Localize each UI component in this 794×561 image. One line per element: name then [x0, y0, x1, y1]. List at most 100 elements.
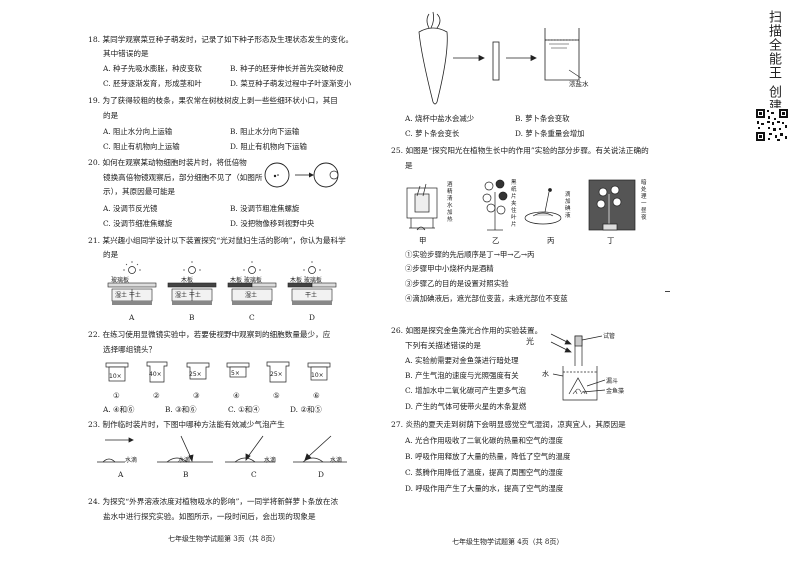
q26-apparatus-figure — [550, 333, 606, 401]
q19-stem: 19. 为了获得较粗的枝条，果农常在树枝树皮上剥一些些细环状小口，其目 — [88, 96, 338, 105]
q22-sub: 选择哪组镜头？ — [103, 345, 157, 354]
q21-letter-d: D — [309, 313, 315, 322]
q25-statement-4: ④滴加碘液后，遮光部位变蓝，未遮光部位不变蓝 — [405, 294, 568, 303]
qr-code-icon — [755, 108, 789, 142]
q21-setup-b — [167, 261, 217, 305]
q21-c-cover: 木板 玻璃板 — [230, 277, 262, 284]
q20-option-d: D. 没把物像移到视野中央 — [230, 219, 315, 228]
q20-stem: 20. 如何在观察某动物细胞时装片时，将低倍物 — [88, 158, 247, 167]
q18-option-a: A. 种子先吸水膨胀，种皮变软 — [103, 64, 202, 73]
q21-letter-b: B — [189, 313, 195, 322]
q26-option-b: B. 产生气泡的速度与光照强度有关 — [405, 371, 519, 380]
q26-stem: 26. 如图是探究金鱼藻光合作用的实验装置。 — [391, 326, 543, 335]
q18-stem: 18. 某同学观察菜豆种子萌发时，记录了如下种子形态及生理状态发生的变化。 — [88, 35, 354, 44]
q27-option-b: B. 呼吸作用释放了大量的热量，降低了空气的温度 — [405, 452, 571, 461]
q18-sub: 其中错误的是 — [103, 49, 149, 58]
q25-step-ding — [588, 179, 636, 231]
q25-stem: 25. 如图是“探究阳光在植物生长中的作用”实验的部分步骤。有关说法正确的 — [391, 146, 649, 155]
q25-sub: 是 — [405, 161, 413, 170]
q22-option-b: B. ③和⑥ — [165, 405, 197, 414]
q20-line2: 镜换高倍物镜观察后，部分细胞不见了（如图所 — [103, 173, 263, 182]
q20-line3: 示），其原因最可能是 — [103, 187, 176, 196]
q23-letter-b: B — [183, 470, 189, 479]
q25-iodine-label: 滴加 碘液 — [565, 192, 571, 219]
q21-stem: 21. 某兴趣小组同学设计以下装置探究“光对鼠妇生活的影响”，你认为最科学 — [88, 236, 346, 245]
q25-step-bing — [524, 188, 562, 225]
q19-option-c: C. 阻止有机物向上运输 — [103, 142, 180, 151]
q26-option-a: A. 实验前需要对金鱼藻进行暗处理 — [405, 356, 519, 365]
q22-lens-3-mag: 25× — [189, 371, 202, 378]
q26-tube-label: 试管 — [603, 333, 616, 340]
q23-water-a: 水滴 — [125, 457, 138, 464]
q25-paper-label: 黑纸片 夹住 叶片 — [511, 180, 517, 228]
q21-d-soil: 干土 — [305, 292, 318, 299]
q25-step-label-bing: 丙 — [547, 236, 555, 245]
q23-letter-a: A — [118, 470, 124, 479]
q21-b-cover: 木板 — [181, 277, 194, 284]
q26-light-label: 光 — [526, 337, 534, 346]
q25-statement-1: ①实验步骤的先后顺序是丁→甲→乙→丙 — [405, 250, 535, 259]
q25-boil-label: 酒精 清水 加热 — [447, 182, 453, 223]
q18-option-c: C. 胚芽逐渐发育，形成茎和叶 — [103, 79, 202, 88]
q21-letter-a: A — [129, 313, 135, 322]
q26-plant-label: 金鱼藻 — [606, 388, 625, 395]
q23-water-d: 水滴 — [330, 457, 343, 464]
q24-option-c: C. 萝卜条会变长 — [405, 129, 460, 138]
q22-lens-6-num: ⑥ — [313, 391, 320, 400]
q25-dark-label: 暗处理一 昼夜 — [641, 180, 647, 221]
left-footer: 七年级生物学试题第 3页（共 8页） — [168, 535, 280, 543]
q25-statement-2: ②步骤甲中小烧杯内是酒精 — [405, 264, 494, 273]
q20-option-a: A. 没调节反光镜 — [103, 204, 158, 213]
q27-stem: 27. 炎热的夏天走到树荫下会明显感觉空气湿润，凉爽宜人，其原因是 — [391, 420, 626, 429]
q23-coverslip-figure — [97, 435, 347, 463]
q22-option-c: C. ①和④ — [228, 405, 260, 414]
q22-stem: 22. 在练习使用显微镜实验中，若要使视野中观察到的细胞数量最少，应 — [88, 330, 331, 339]
q26-sub: 下列有关描述错误的是 — [405, 341, 481, 350]
right-footer: 七年级生物学试题第 4页（共 8页） — [452, 538, 564, 546]
q23-stem: 23. 制作临时装片时，下图中哪种方法能有效减少气泡产生 — [88, 420, 285, 429]
q24-radish-figure — [418, 11, 582, 105]
scanner-watermark: 扫描全能王 创建 — [766, 10, 781, 114]
q25-statement-3: ③步骤乙的目的是设置对照实验 — [405, 279, 509, 288]
q24-stem: 24. 为探究“外界溶液浓度对植物吸水的影响”，一同学将新鲜萝卜条放在浓 — [88, 497, 339, 506]
q24-saltwater-label: 浓盐水 — [569, 80, 589, 88]
q22-lens-1-mag: 10× — [109, 373, 122, 380]
q25-step-jia — [406, 183, 438, 231]
q22-option-d: D. ②和⑤ — [290, 405, 322, 414]
q24-option-a: A. 烧杯中盐水会减少 — [405, 114, 475, 123]
q22-lens-5-mag: 25× — [270, 371, 283, 378]
q21-a-cover: 玻璃板 — [111, 277, 130, 284]
q21-setup-d — [287, 261, 337, 305]
q24-option-b: B. 萝卜条会变软 — [515, 114, 570, 123]
q21-sub: 的是 — [103, 250, 119, 259]
q23-letter-d: D — [318, 470, 324, 479]
q25-step-yi — [482, 179, 508, 231]
q21-setup-c — [227, 261, 277, 305]
q21-d-cover: 木板 玻璃板 — [290, 277, 322, 284]
q20-field-of-view-figure — [264, 162, 339, 188]
q19-option-b: B. 阻止水分向下运输 — [230, 127, 300, 136]
q27-option-c: C. 蒸腾作用降低了温度，提高了周围空气的湿度 — [405, 468, 563, 477]
q25-step-label-ding: 丁 — [607, 236, 615, 245]
q26-funnel-label: 漏斗 — [606, 378, 619, 385]
q23-water-b: 水滴 — [178, 457, 191, 464]
q21-c-soil: 湿土 — [245, 292, 258, 299]
q22-lens-2-num: ② — [153, 391, 160, 400]
q24-line2: 盐水中进行探究实验。如图所示，一段时间后，会出现的现象是 — [103, 512, 316, 521]
q21-setup-a — [107, 261, 157, 305]
left-page: 18. 某同学观察菜豆种子萌发时，记录了如下种子形态及生理状态发生的变化。 其中… — [88, 35, 354, 543]
q22-lens-6-mag: 10× — [311, 372, 324, 379]
q25-steps-figure — [406, 179, 636, 231]
q22-lens-5-num: ⑤ — [273, 391, 280, 400]
q22-lenses-figure — [105, 361, 331, 383]
q18-option-b: B. 种子的胚芽伸长并首先突破种皮 — [230, 64, 344, 73]
q22-lens-4-num: ④ — [233, 391, 240, 400]
q27-option-d: D. 呼吸作用产生了大量的水，提高了空气的湿度 — [405, 484, 564, 493]
q22-lens-4-mag: 5× — [231, 370, 240, 377]
right-page: 浓盐水 A. 烧杯中盐水会减少 B. 萝卜条会变软 C. 萝卜条会变长 D. 萝… — [391, 0, 794, 561]
q22-option-a: A. ④和⑥ — [103, 405, 135, 414]
q21-setups-figure — [107, 261, 337, 305]
q25-step-label-yi: 乙 — [492, 236, 500, 245]
q21-b-soil: 湿土 干土 — [175, 292, 201, 299]
q22-lens-2-mag: 40× — [149, 371, 162, 378]
